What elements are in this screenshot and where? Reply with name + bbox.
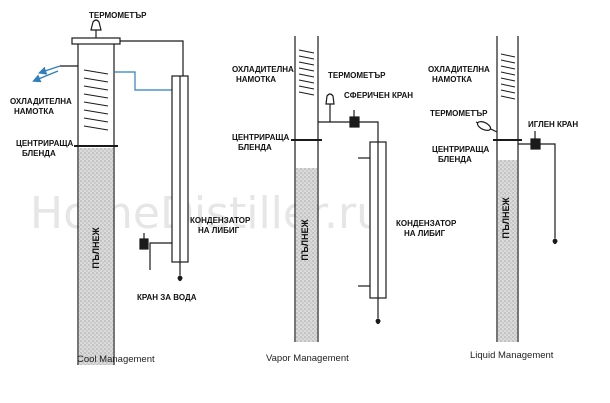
vapor-packing [296,168,317,342]
vapor-caption: Vapor Management [266,353,349,364]
cool-condenser-label-1: КОНДЕНЗАТОР [190,216,251,225]
vapor-valve-label: СФЕРИЧЕН КРАН [344,91,413,100]
liquid-caption: Liquid Management [470,350,554,361]
liquid-coil-label-1: ОХЛАДИТЕЛНА [428,65,490,74]
cool-condenser-label-2: НА ЛИБИГ [198,226,240,235]
vapor-labels: ОХЛАДИТЕЛНА НАМОТКА ТЕРМОМЕТЪР СФЕРИЧЕН … [232,65,457,364]
vapor-coil-label-1: ОХЛАДИТЕЛНА [232,65,294,74]
vapor-plate-label-1: ЦЕНТРИРАЩА [232,133,289,142]
vapor-condenser-label-1: КОНДЕНЗАТОР [396,219,457,228]
cool-valve-pipe [149,242,172,270]
vapor-coil [298,49,315,96]
cool-labels: ТЕРМОМЕТЪР ОХЛАДИТЕЛНА НАМОТКА ЦЕНТРИРАЩ… [10,11,251,365]
cool-drop [177,275,183,282]
liquid-valve-label: ИГЛЕН КРАН [528,120,578,129]
liquid-plate-label-1: ЦЕНТРИРАЩА [432,145,489,154]
liquid-coil [500,53,516,100]
cool-coil-label-1: ОХЛАДИТЕЛНА [10,97,72,106]
cool-water-link [114,71,172,91]
cool-water-arrow-1 [38,65,61,75]
liquid-plate-label-2: БЛЕНДА [438,155,472,164]
cool-coil-label-2: НАМОТКА [14,107,54,116]
liquid-labels: ОХЛАДИТЕЛНА НАМОТКА ТЕРМОМЕТЪР ИГЛЕН КРА… [428,65,578,361]
cool-coil [83,69,109,131]
cool-valve [139,238,149,250]
liquid-packing-label: ПЪЛНЕЖ [501,197,511,239]
vapor-takeoff-pipe [318,121,379,142]
liquid-drop [552,238,558,245]
vapor-drop [375,318,381,325]
cool-vapor-pipe [120,40,184,76]
vapor-thermometer-label: ТЕРМОМЕТЪР [328,71,386,80]
vapor-thermometer-bulb [325,93,335,105]
vapor-ball-valve [349,116,360,128]
liquid-takeoff-pipe [518,143,556,238]
cool-thermometer-label: ТЕРМОМЕТЪР [89,11,147,20]
vapor-plate-label-2: БЛЕНДА [238,143,272,152]
liquid-thermometer-label: ТЕРМОМЕТЪР [430,109,488,118]
cool-packing [79,148,113,365]
cool-packing-label: ПЪЛНЕЖ [91,227,101,269]
liquid-coil-label-2: НАМОТКА [432,75,472,84]
cool-water-arrow-2 [32,70,59,83]
liquid-needle-valve [530,138,541,150]
vapor-management-diagram [291,36,387,342]
liquid-management-diagram [475,36,558,342]
cool-management-diagram [32,19,189,365]
liquid-packing [498,160,517,342]
cool-valve-label: КРАН ЗА ВОДА [137,293,197,302]
vapor-condenser-label-2: НА ЛИБИГ [404,229,446,238]
cool-plate-label-2: БЛЕНДА [22,149,56,158]
cool-thermometer-bulb [90,19,102,31]
cool-caption: Cool Management [77,354,155,365]
liquid-thermometer-bulb [476,121,492,131]
cool-plate-label-1: ЦЕНТРИРАЩА [16,139,73,148]
vapor-packing-label: ПЪЛНЕЖ [300,219,310,261]
vapor-coil-label-2: НАМОТКА [236,75,276,84]
cool-head [71,37,121,45]
